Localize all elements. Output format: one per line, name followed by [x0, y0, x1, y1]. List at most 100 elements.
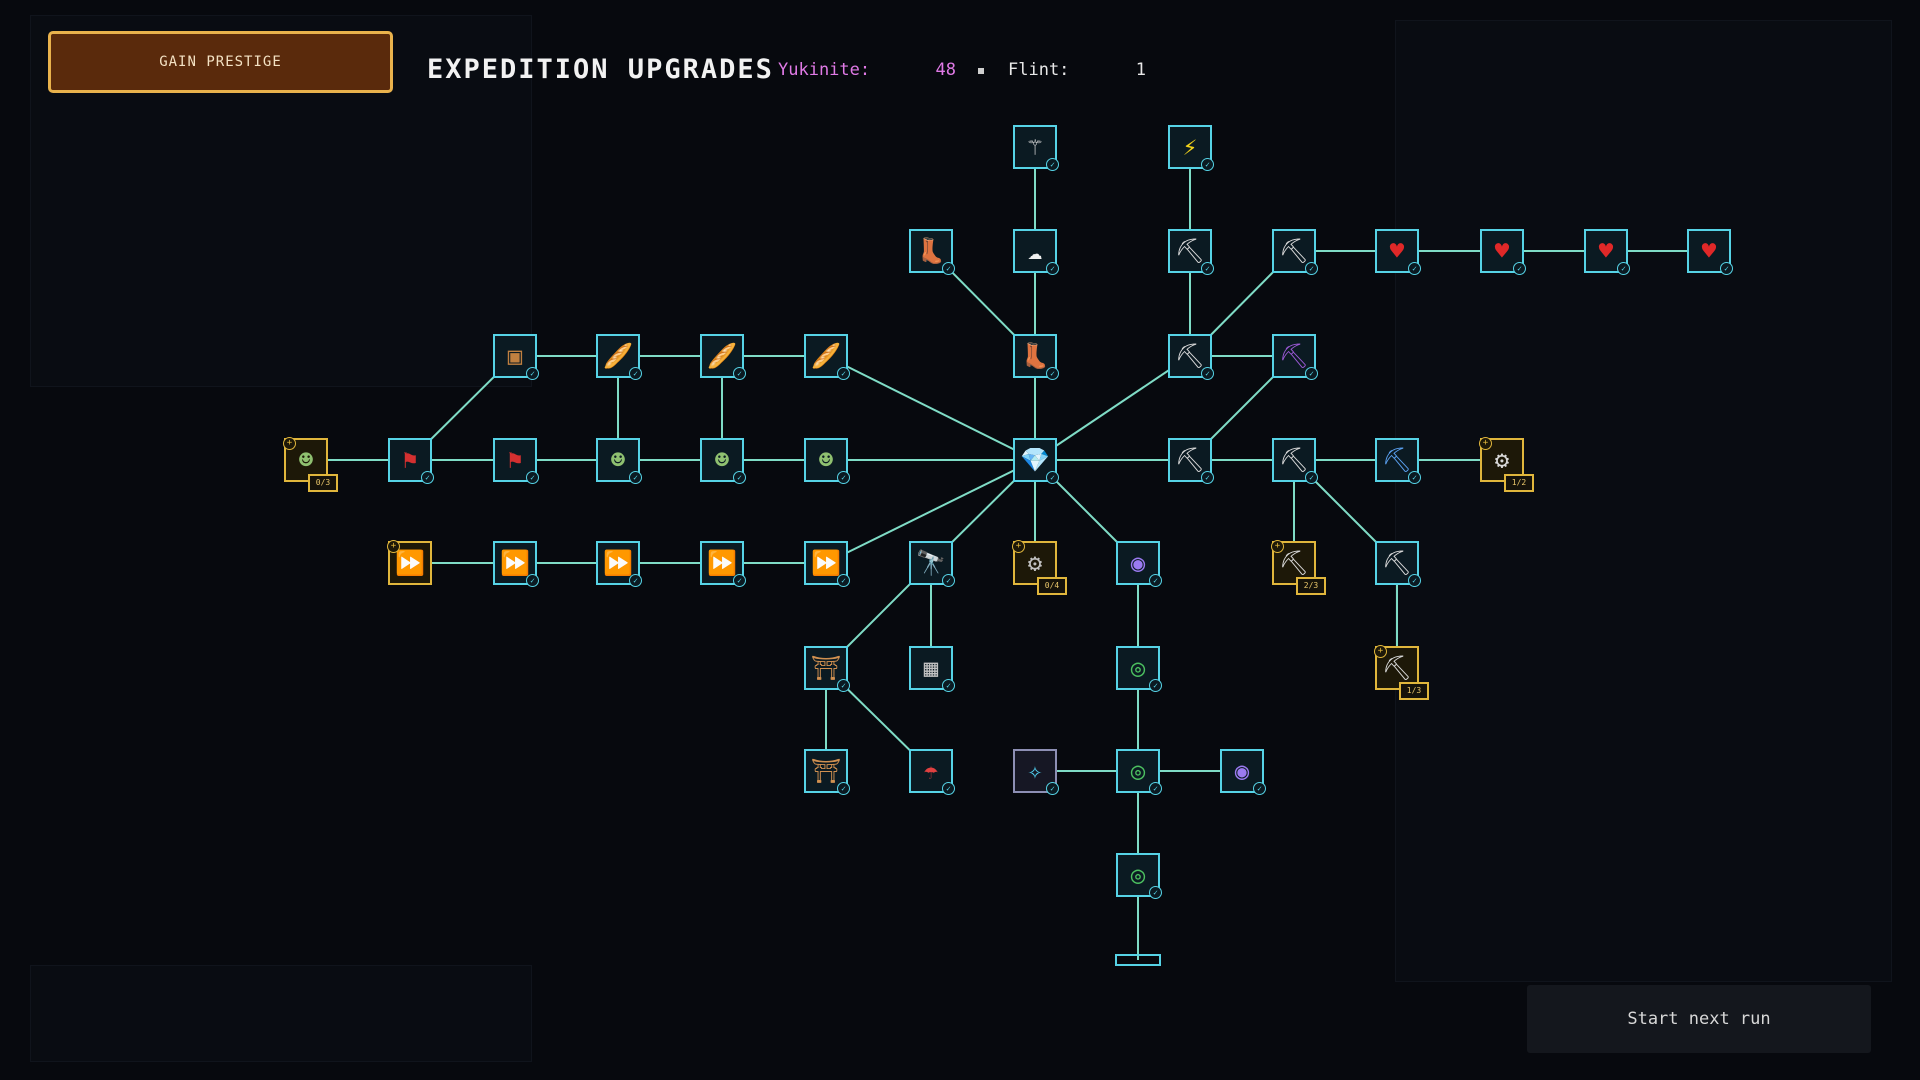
upgrade-node-staff[interactable]: ⚚✓	[1013, 125, 1059, 171]
blue-spark-icon: ✧	[1027, 757, 1043, 785]
checkmark-icon: ✓	[1408, 471, 1421, 484]
upgrade-node-goblin3[interactable]: ☻✓	[596, 438, 642, 484]
upgrade-node-speed3[interactable]: ⏩✓	[596, 541, 642, 587]
checkmark-icon: ✓	[1720, 262, 1733, 275]
heart-icon: ♥	[1701, 237, 1717, 265]
checkmark-icon: ✓	[942, 782, 955, 795]
upgrade-node-pickB[interactable]: ⛏✓	[1168, 334, 1214, 380]
upgrade-node-goblin2[interactable]: ☻✓	[700, 438, 746, 484]
upgrade-node-scope[interactable]: 🔭✓	[909, 541, 955, 587]
drill-icon: ⚙	[1494, 446, 1510, 474]
upgrade-node-machine[interactable]: ⚙+0/4	[1012, 540, 1067, 595]
checkmark-icon: ✓	[629, 471, 642, 484]
upgrade-node-spark[interactable]: ✧✓	[1013, 749, 1059, 795]
upgrade-node-heart2[interactable]: ♥✓	[1480, 229, 1526, 275]
checkmark-icon: ✓	[1046, 262, 1059, 275]
upgrade-node-pickPurple[interactable]: ⛏✓	[1272, 334, 1318, 380]
checkmark-icon: ✓	[837, 574, 850, 587]
level-badge: 0/3	[308, 474, 338, 492]
radar-icon: ◎	[1130, 654, 1146, 682]
upgrade-node-pickSpark2[interactable]: ⛏+1/3	[1374, 645, 1429, 700]
upgrade-node-gem2[interactable]: ◉✓	[1220, 749, 1266, 795]
upgrade-node-map[interactable]: ▦✓	[909, 646, 955, 692]
checkmark-icon: ✓	[1046, 367, 1059, 380]
gain-prestige-button[interactable]: GAIN PRESTIGE	[48, 31, 393, 93]
flint-label: Flint:	[1008, 60, 1070, 80]
boot-icon: 👢	[1020, 342, 1050, 370]
map-icon: ▦	[923, 654, 939, 682]
upgrade-node-pickSpark[interactable]: ⛏✓	[1375, 541, 1421, 587]
plus-icon: +	[387, 540, 400, 553]
checkmark-icon: ✓	[942, 574, 955, 587]
checkmark-icon: ✓	[1305, 471, 1318, 484]
upgrade-node-pump2[interactable]: ⛩✓	[804, 749, 850, 795]
checkmark-icon: ✓	[733, 367, 746, 380]
upgrade-node-radar3[interactable]: ◎✓	[1116, 853, 1162, 899]
pickaxe-icon: ⛏	[1174, 342, 1206, 370]
upgrade-node-bread1[interactable]: 🥖✓	[804, 334, 850, 380]
upgrade-node-goblinG[interactable]: ☻+0/3	[283, 437, 338, 492]
level-badge: 1/3	[1399, 682, 1429, 700]
heart-icon: ♥	[1389, 237, 1405, 265]
upgrade-node-pickBlue[interactable]: ⛏✓	[1375, 438, 1421, 484]
upgrade-node-pickA[interactable]: ⛏✓	[1168, 229, 1214, 275]
checkmark-icon: ✓	[942, 679, 955, 692]
upgrade-node-root[interactable]: 💎✓	[1013, 438, 1059, 484]
upgrade-node-radar1[interactable]: ◎✓	[1116, 646, 1162, 692]
pickaxe-icon: ⛏	[1174, 237, 1206, 265]
upgrade-node-pickC[interactable]: ⛏✓	[1168, 438, 1214, 484]
upgrade-node-bolt[interactable]: ⚡✓	[1168, 125, 1214, 171]
checkmark-icon: ✓	[1253, 782, 1266, 795]
speed-potion-icon: ⏩	[395, 549, 425, 577]
upgrade-node-heart4[interactable]: ♥✓	[1687, 229, 1733, 275]
radar-icon: ◎	[1130, 861, 1146, 889]
upgrade-node-boot2[interactable]: 👢✓	[1013, 334, 1059, 380]
upgrade-node-pickFire[interactable]: ⛏+2/3	[1271, 540, 1326, 595]
goblin-icon: ☻	[818, 446, 834, 474]
upgrade-node-bread2[interactable]: 🥖✓	[700, 334, 746, 380]
upgrade-node-bread3[interactable]: 🥖✓	[596, 334, 642, 380]
upgrade-node-heart1[interactable]: ♥✓	[1375, 229, 1421, 275]
checkmark-icon: ✓	[1201, 367, 1214, 380]
upgrade-node-gem[interactable]: ◉✓	[1116, 541, 1162, 587]
flint-value: 1	[1135, 60, 1146, 80]
upgrade-node-pickD[interactable]: ⛏✓	[1272, 438, 1318, 484]
upgrade-node-speed2[interactable]: ⏩✓	[700, 541, 746, 587]
upgrade-node-banner2[interactable]: ⚑✓	[388, 438, 434, 484]
checkmark-icon: ✓	[1046, 158, 1059, 171]
checkmark-icon: ✓	[526, 367, 539, 380]
upgrade-node-chest[interactable]: ▣✓	[493, 334, 539, 380]
upgrade-node-speedG[interactable]: ⏩+	[387, 540, 432, 585]
gem-orb-icon: ◉	[1130, 549, 1146, 577]
checkmark-icon: ✓	[1201, 158, 1214, 171]
checkmark-icon: ✓	[942, 262, 955, 275]
upgrade-node-radar2[interactable]: ◎✓	[1116, 749, 1162, 795]
checkmark-icon: ✓	[733, 574, 746, 587]
upgrade-node-pickHook[interactable]: ⛏✓	[1272, 229, 1318, 275]
checkmark-icon: ✓	[629, 367, 642, 380]
upgrade-node-drill[interactable]: ⚙+1/2	[1479, 437, 1534, 492]
upgrade-node-banner1[interactable]: ⚑✓	[493, 438, 539, 484]
checkmark-icon: ✓	[1408, 262, 1421, 275]
upgrade-node-goblin1[interactable]: ☻✓	[804, 438, 850, 484]
upgrade-node-bag[interactable]: ☁✓	[1013, 229, 1059, 275]
upgrade-node-speed4[interactable]: ⏩✓	[493, 541, 539, 587]
checkmark-icon: ✓	[837, 782, 850, 795]
upgrade-node-heart3[interactable]: ♥✓	[1584, 229, 1630, 275]
checkmark-icon: ✓	[1149, 574, 1162, 587]
background-panel-bottom	[30, 965, 532, 1062]
checkmark-icon: ✓	[1046, 471, 1059, 484]
fire-pickaxe-icon: ⛏	[1278, 549, 1310, 577]
checkmark-icon: ✓	[526, 574, 539, 587]
pump-icon: ⛩	[810, 757, 842, 785]
checkmark-icon: ✓	[1046, 782, 1059, 795]
upgrade-node-move1[interactable]: 👢✓	[909, 229, 955, 275]
upgrade-node-parachute[interactable]: ☂✓	[909, 749, 955, 795]
node-partial	[1115, 954, 1161, 966]
upgrade-node-pump1[interactable]: ⛩✓	[804, 646, 850, 692]
yukinite-label: Yukinite:	[778, 60, 871, 80]
checkmark-icon: ✓	[1149, 782, 1162, 795]
upgrade-node-speed1[interactable]: ⏩✓	[804, 541, 850, 587]
start-next-run-button[interactable]: Start next run	[1527, 985, 1871, 1053]
